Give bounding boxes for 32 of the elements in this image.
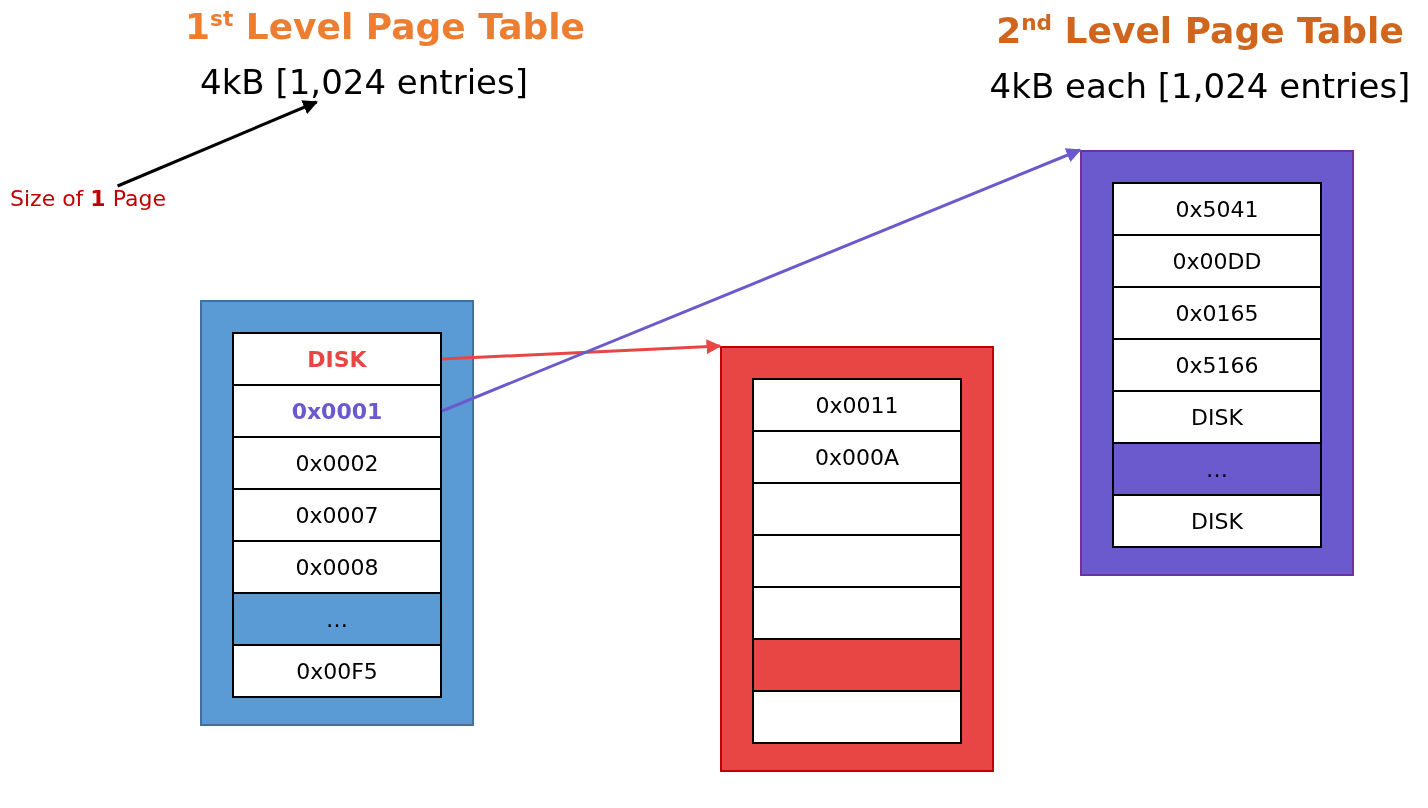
- table-panel: [200, 300, 474, 726]
- annotation-text: Size of 1 Page: [10, 186, 166, 211]
- table-cell: 0x00F5: [232, 644, 442, 698]
- table-cell: DISK: [232, 332, 442, 386]
- table-cell: 0x5041: [1112, 182, 1322, 236]
- table-cell: [752, 638, 962, 692]
- size-text: 4kB [1,024 entries]: [200, 62, 528, 102]
- table-cell: [752, 586, 962, 640]
- table-cell: DISK: [1112, 390, 1322, 444]
- table-cell: 0x0001: [232, 384, 442, 438]
- arrow: [441, 339, 722, 361]
- table-cell: 0x000A: [752, 430, 962, 484]
- table-cell: [752, 482, 962, 536]
- table-cell: 0x0011: [752, 378, 962, 432]
- table-cell: 0x0008: [232, 540, 442, 594]
- table-cell: …: [232, 592, 442, 646]
- table-panel: [720, 346, 994, 772]
- table-title: 1$^{st}$ Level Page Table: [184, 6, 586, 47]
- size-text: 4kB each [1,024 entries]: [989, 66, 1411, 106]
- arrow: [441, 148, 1082, 413]
- table-title: 2$^{nd}$ Level Page Table: [996, 10, 1404, 51]
- table-cell: 0x0007: [232, 488, 442, 542]
- table-cell: 0x00DD: [1112, 234, 1322, 288]
- table-cell: DISK: [1112, 494, 1322, 548]
- table-panel: [1080, 150, 1354, 576]
- arrow: [117, 100, 318, 188]
- table-cell: …: [1112, 442, 1322, 496]
- table-cell: [752, 690, 962, 744]
- table-cell: 0x0165: [1112, 286, 1322, 340]
- table-cell: 0x5166: [1112, 338, 1322, 392]
- table-cell: [752, 534, 962, 588]
- table-cell: 0x0002: [232, 436, 442, 490]
